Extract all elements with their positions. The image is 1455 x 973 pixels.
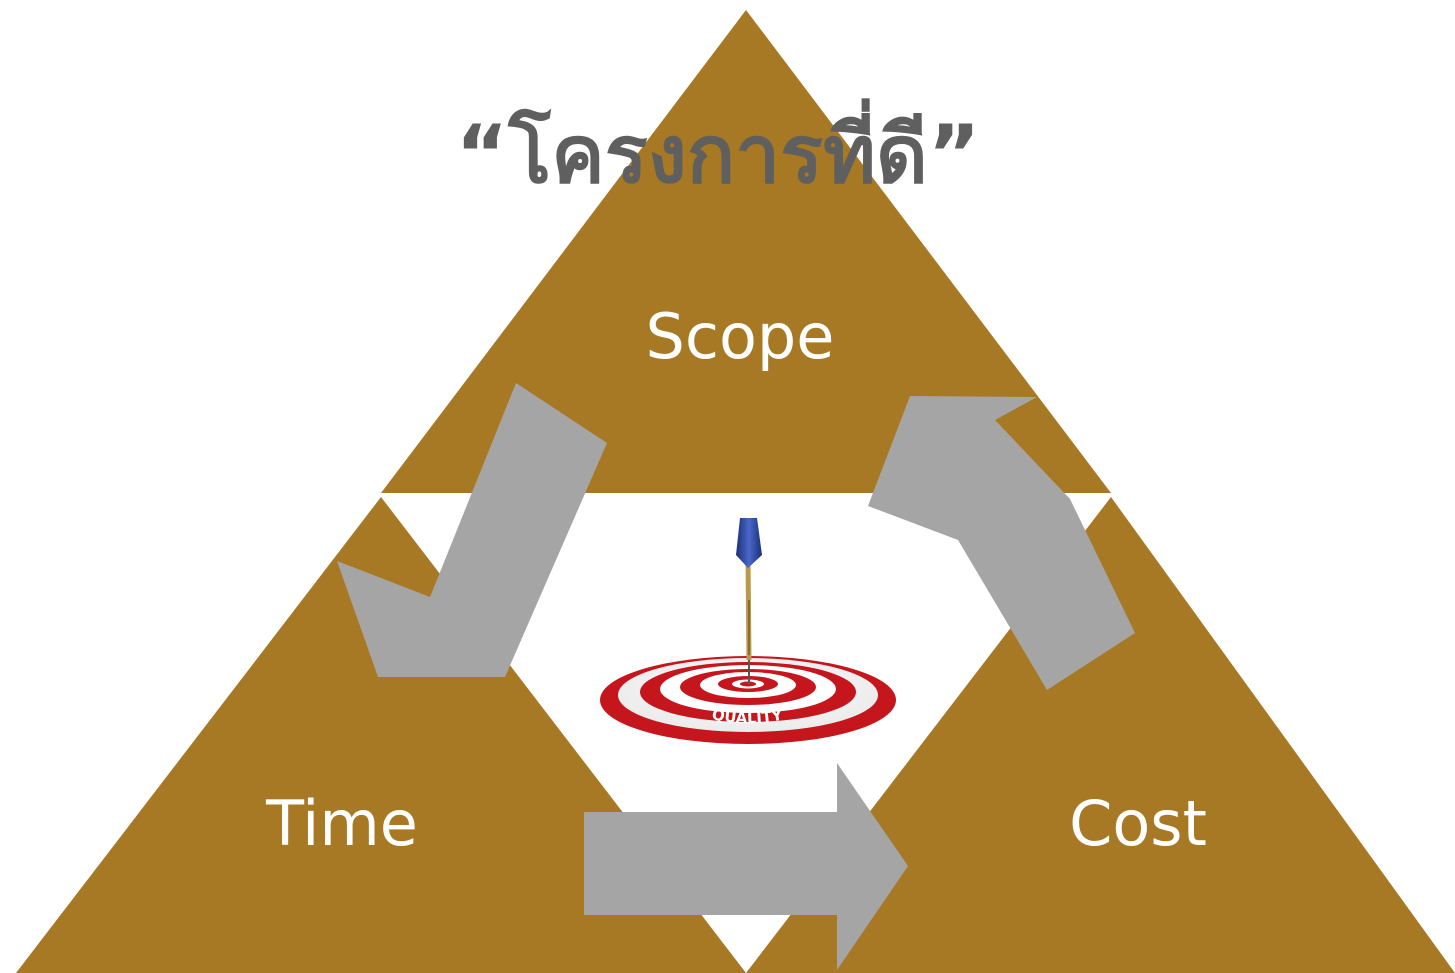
dart-target-icon [736,518,762,684]
scope-triangle [381,10,1111,493]
scope-label: Scope [646,300,835,373]
cost-label: Cost [1069,787,1207,860]
diagram-title: “โครงการที่ดี” [456,98,981,201]
cost-triangle [746,497,1455,973]
arrow-time-to-cost [584,763,908,970]
time-label: Time [265,787,418,860]
quality-target-image: QUALITY [600,510,896,758]
arrow-scope-to-time [337,383,607,677]
arrow-cost-to-scope [868,396,1135,690]
time-triangle [16,497,746,973]
quality-word: QUALITY [711,705,785,727]
